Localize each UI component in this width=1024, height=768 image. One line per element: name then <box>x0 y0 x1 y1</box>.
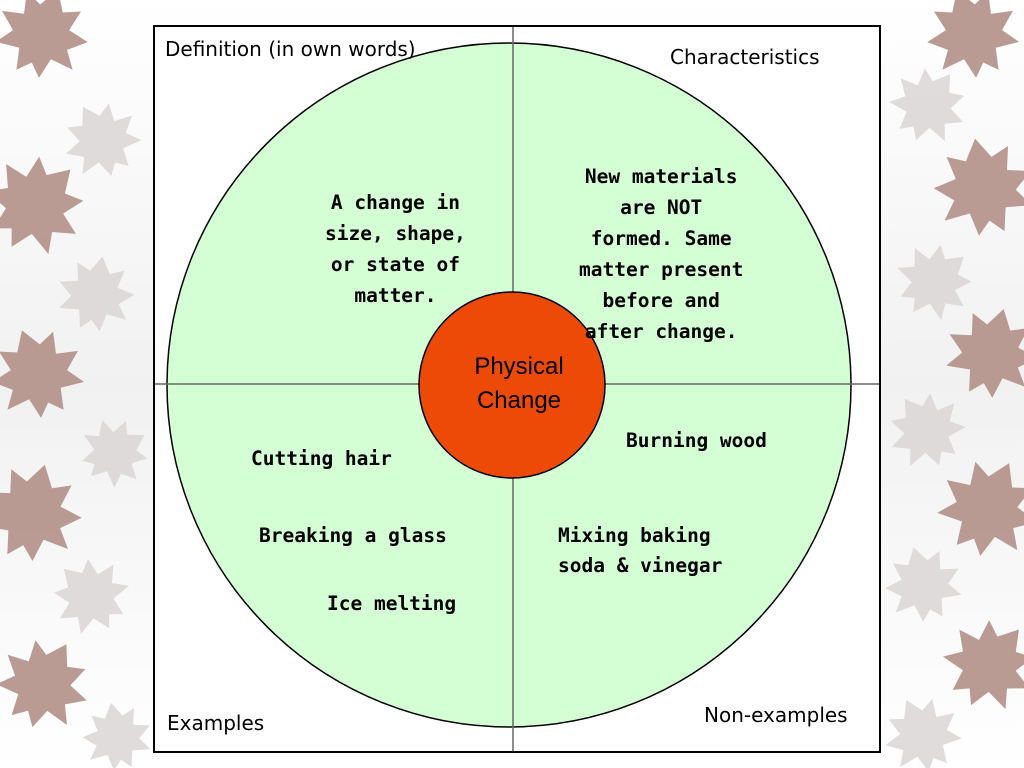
non-example-item: soda & vinegar <box>558 554 723 577</box>
characteristics-text: New materials are NOT formed. Same matte… <box>579 161 743 347</box>
center-circle <box>418 291 606 479</box>
example-item: Ice melting <box>327 592 457 615</box>
characteristics-line: are NOT <box>620 196 703 219</box>
characteristics-line: matter present <box>579 258 744 281</box>
center-term: Physical Change <box>419 350 619 418</box>
definition-line: or state of <box>330 253 461 276</box>
center-term-line: Change <box>476 387 562 414</box>
definition-text: A change in size, shape, or state of mat… <box>325 187 466 311</box>
definition-label: Definition (in own words) <box>165 37 416 61</box>
definition-line: matter. <box>354 284 437 307</box>
characteristics-line: formed. Same <box>590 227 732 250</box>
non-example-item: Burning wood <box>626 429 767 452</box>
characteristics-line: New materials <box>584 165 738 188</box>
characteristics-label: Characteristics <box>670 45 820 69</box>
example-item: Breaking a glass <box>259 524 447 547</box>
examples-label: Examples <box>167 711 265 735</box>
characteristics-line: before and <box>602 289 720 312</box>
characteristics-line: after change. <box>584 320 738 343</box>
definition-line: size, shape, <box>325 222 466 245</box>
center-term-line: Physical <box>474 353 564 380</box>
example-item: Cutting hair <box>251 447 392 470</box>
definition-line: A change in <box>330 191 461 214</box>
frayer-diagram <box>155 27 879 751</box>
frayer-model: Definition (in own words) Characteristic… <box>153 25 881 753</box>
non-examples-label: Non-examples <box>704 703 848 727</box>
non-example-item: Mixing baking <box>558 524 711 547</box>
